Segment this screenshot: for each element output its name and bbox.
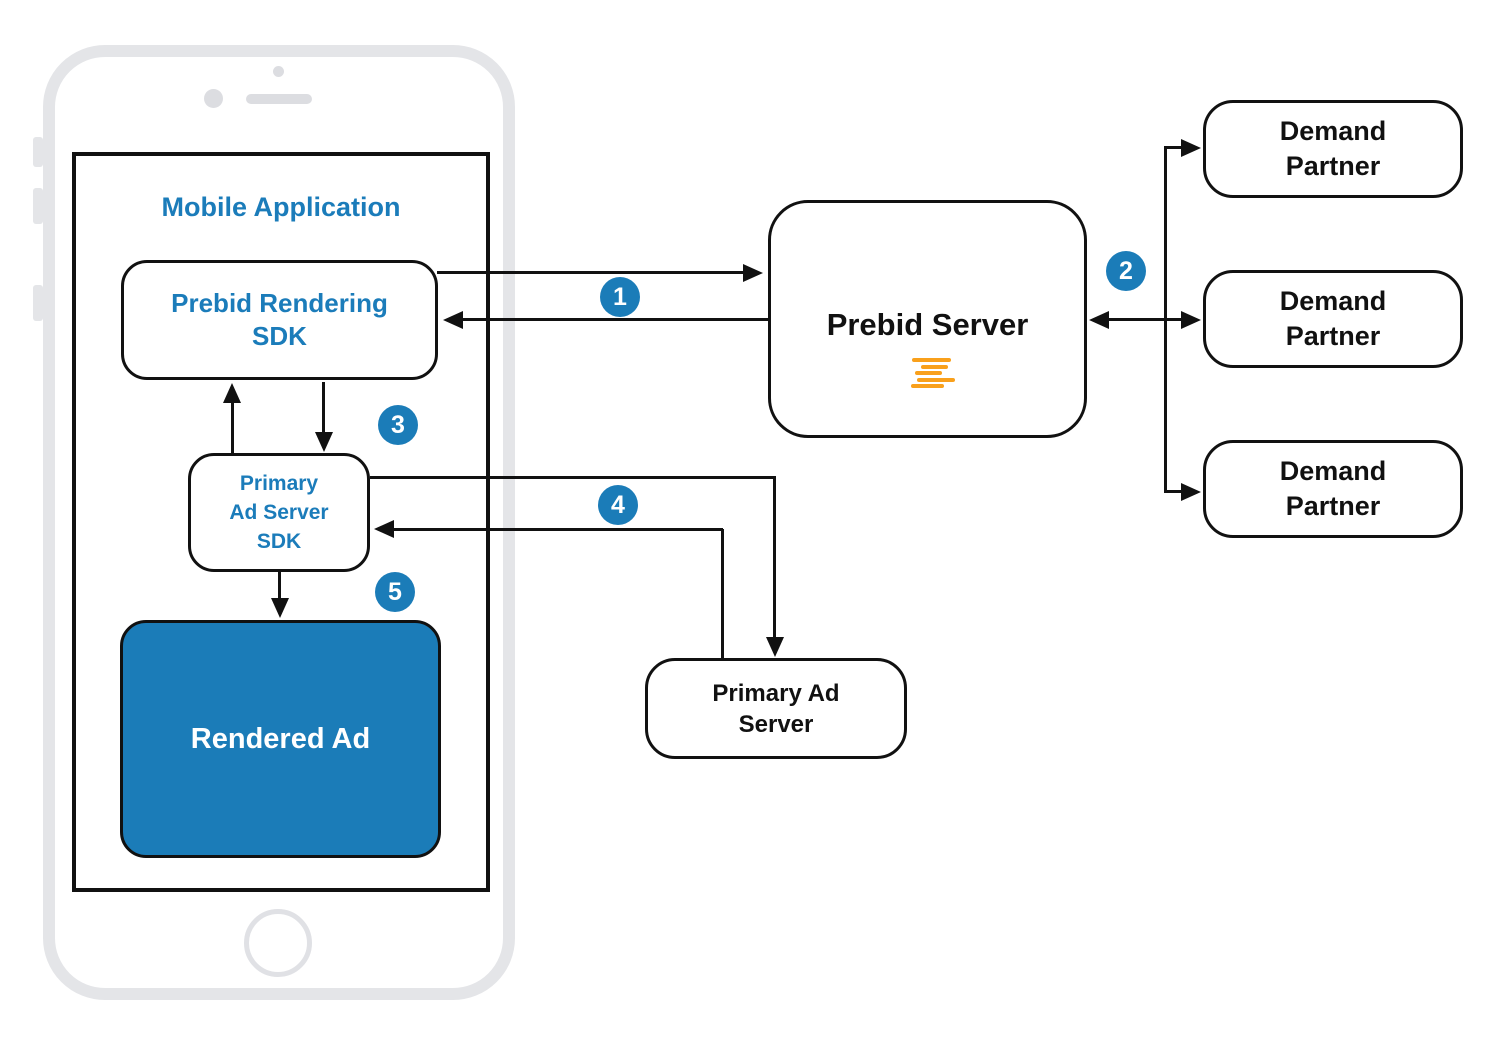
arrow-sdk-to-rendered-ad — [278, 572, 281, 600]
phone-home-button — [244, 909, 312, 977]
primary-ad-server-label-line2: Server — [738, 710, 814, 738]
prebid-logo-icon — [771, 203, 1084, 435]
arrowhead-into-rendering-sdk-icon — [443, 311, 463, 329]
arrow-sdk-to-primary-ad-server-v — [773, 476, 776, 637]
demand-partner-node-1: Demand Partner — [1203, 100, 1463, 198]
arrowhead-down-into-adserver-sdk-icon — [315, 432, 333, 452]
step-badge-5: 5 — [375, 572, 415, 612]
rendered-ad-label: Rendered Ad — [190, 722, 371, 755]
primary-ad-server-sdk-label-line1: Primary — [239, 472, 319, 495]
arrow-rendering-sdk-to-adserver-sdk — [322, 382, 325, 432]
demand-partner-1-label-line2: Partner — [1285, 151, 1381, 181]
arrowhead-into-demand-partner-3-icon — [1181, 483, 1201, 501]
prebid-rendering-sdk-label-line2: SDK — [252, 321, 307, 351]
phone-mute-switch — [33, 137, 43, 167]
phone-sensor-icon — [204, 89, 223, 108]
phone-volume-up-button — [33, 188, 43, 224]
arrowhead-into-prebid-server-icon — [743, 264, 763, 282]
arrowhead-into-primary-ad-server-icon — [766, 637, 784, 657]
arrowhead-into-demand-partner-1-icon — [1181, 139, 1201, 157]
primary-ad-server-node: Primary Ad Server — [645, 658, 907, 759]
demand-partner-node-3: Demand Partner — [1203, 440, 1463, 538]
arrow-prebid-server-demand-partners — [1107, 318, 1183, 321]
arrowhead-into-prebid-server-right-icon — [1089, 311, 1109, 329]
primary-ad-server-label-line1: Primary Ad — [712, 679, 840, 707]
arrowhead-into-demand-partner-2-icon — [1181, 311, 1201, 329]
prebid-rendering-sdk-label-line1: Prebid Rendering — [171, 288, 388, 318]
arrow-primary-ad-server-to-sdk-v — [721, 529, 724, 658]
arrow-prebid-server-to-sdk — [461, 318, 768, 321]
demand-partner-3-label-line2: Partner — [1285, 491, 1381, 521]
arrow-primary-ad-server-to-sdk-h — [392, 528, 723, 531]
phone-speaker-icon — [246, 94, 312, 104]
demand-partner-2-label-line1: Demand — [1279, 286, 1387, 316]
step-badge-2: 2 — [1106, 251, 1146, 291]
arrow-sdk-to-primary-ad-server-h — [370, 476, 776, 479]
demand-partner-trunk-line — [1164, 146, 1167, 493]
demand-partner-3-label-line1: Demand — [1279, 456, 1387, 486]
phone-volume-down-button — [33, 285, 43, 321]
arrowhead-into-rendered-ad-icon — [271, 598, 289, 618]
step-badge-3: 3 — [378, 405, 418, 445]
arrow-sdk-to-prebid-server — [437, 271, 744, 274]
prebid-rendering-sdk-node: Prebid Rendering SDK — [121, 260, 438, 380]
branch-to-demand-partner-3 — [1164, 490, 1183, 493]
primary-ad-server-sdk-node: Primary Ad Server SDK — [188, 453, 370, 572]
rendered-ad-node: Rendered Ad — [120, 620, 441, 858]
prebid-server-node: Prebid Server — [768, 200, 1087, 438]
primary-ad-server-sdk-label-line3: SDK — [256, 530, 302, 553]
phone-camera-icon — [273, 66, 284, 77]
branch-to-demand-partner-1 — [1164, 146, 1183, 149]
prebid-server-label: Prebid Server — [826, 307, 1029, 342]
arrow-adserver-sdk-to-rendering-sdk — [231, 403, 234, 453]
primary-ad-server-sdk-label-line2: Ad Server — [229, 501, 329, 524]
demand-partner-2-label-line2: Partner — [1285, 321, 1381, 351]
step-badge-1: 1 — [600, 277, 640, 317]
step-badge-4: 4 — [598, 485, 638, 525]
arrowhead-up-into-rendering-sdk-icon — [223, 383, 241, 403]
arrowhead-into-adserver-sdk-icon — [374, 520, 394, 538]
demand-partner-1-label-line1: Demand — [1279, 116, 1387, 146]
demand-partner-node-2: Demand Partner — [1203, 270, 1463, 368]
mobile-application-title: Mobile Application — [161, 192, 401, 222]
